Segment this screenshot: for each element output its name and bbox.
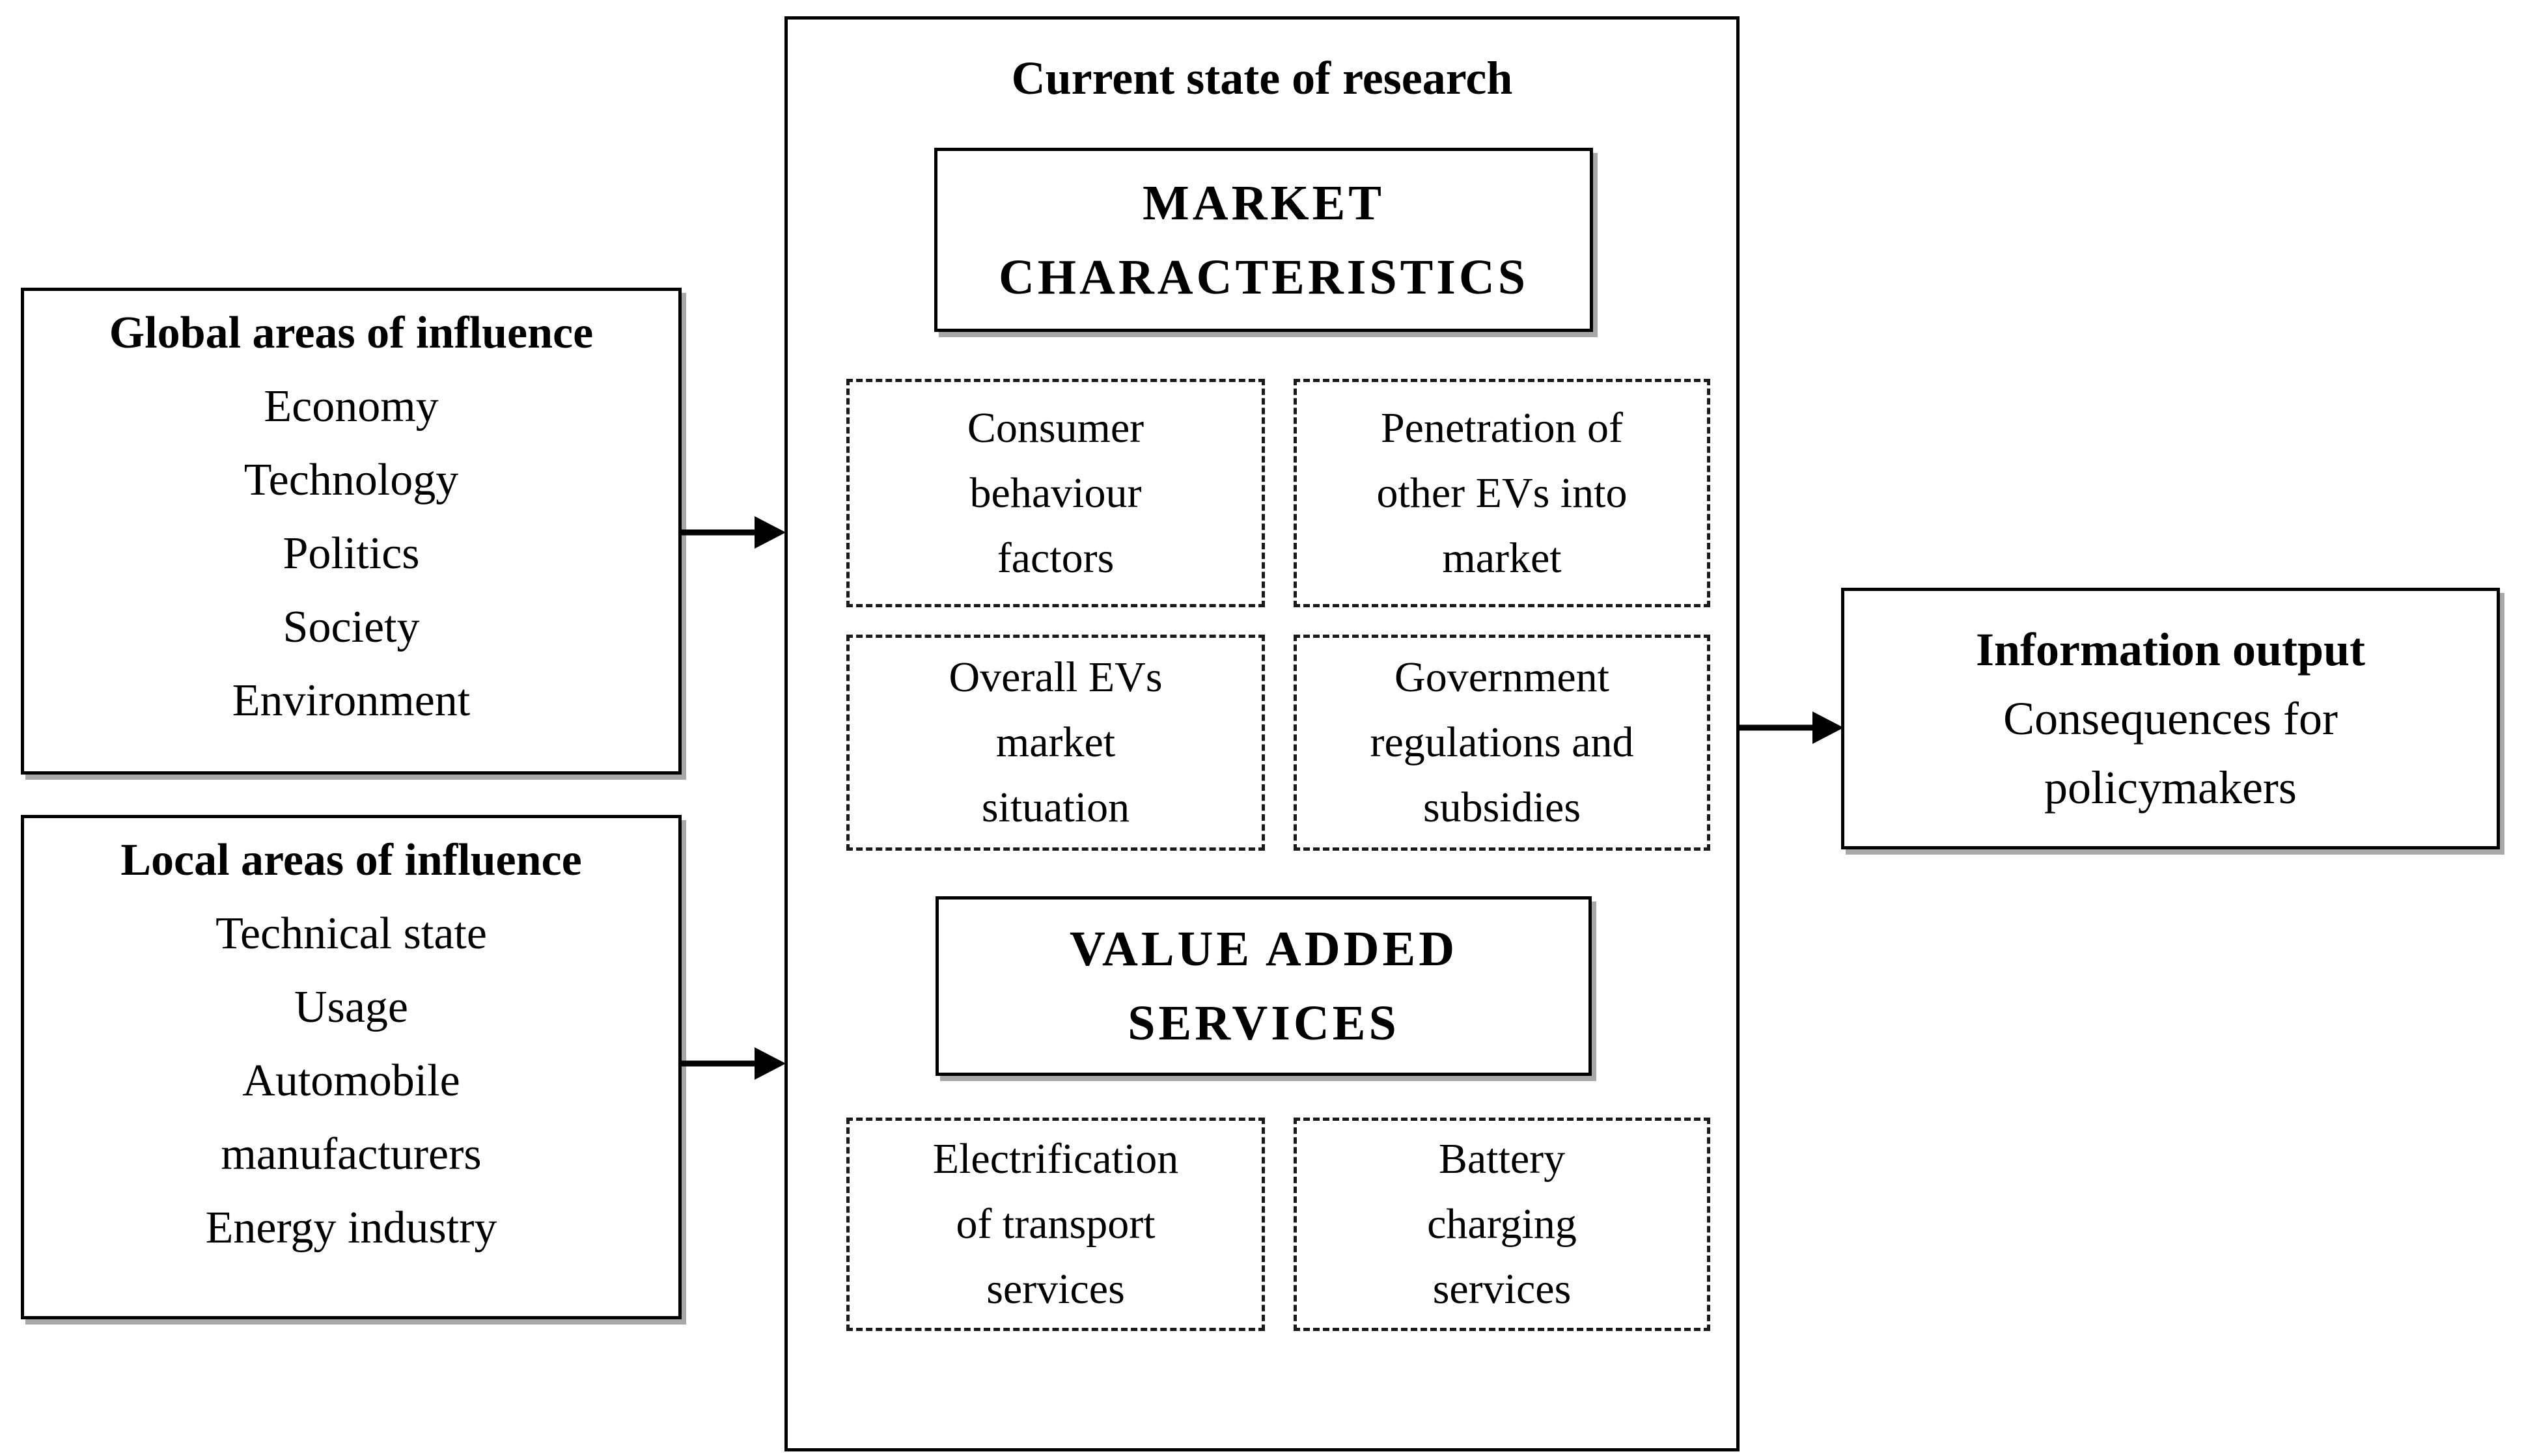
item-line: charging — [1427, 1200, 1577, 1248]
output-box-line: policymakers — [2044, 762, 2297, 814]
global-item: Economy — [264, 381, 439, 432]
item-line: Battery — [1438, 1135, 1566, 1183]
item-line: regulations and — [1370, 719, 1634, 766]
item-line: Overall EVs — [949, 653, 1163, 701]
arrowhead-right-icon — [755, 1047, 786, 1080]
battery-charging-services-box: Battery charging services — [1294, 1118, 1710, 1331]
arrowhead-right-icon — [755, 516, 786, 549]
arrow-local-to-center — [682, 1044, 786, 1083]
information-output-box: Information output Consequences for poli… — [1841, 588, 2500, 849]
services-header-line: VALUE ADDED — [1069, 922, 1458, 976]
market-header-line: MARKET — [1143, 175, 1385, 230]
market-header-line: CHARACTERISTICS — [998, 249, 1529, 305]
item-line: factors — [997, 534, 1115, 582]
item-line: subsidies — [1422, 784, 1581, 831]
item-line: services — [1432, 1265, 1572, 1313]
arrow-shaft — [682, 529, 758, 536]
item-line: market — [995, 719, 1116, 766]
market-characteristics-box: MARKET CHARACTERISTICS — [934, 148, 1593, 332]
local-box-title: Local areas of influence — [120, 835, 582, 885]
item-line: services — [986, 1265, 1125, 1313]
global-box-title: Global areas of influence — [109, 308, 594, 358]
arrowhead-right-icon — [1812, 711, 1844, 744]
item-line: situation — [981, 784, 1130, 831]
item-line: Penetration of — [1380, 404, 1624, 452]
item-line: market — [1442, 534, 1562, 582]
consumer-behaviour-factors-box: Consumer behaviour factors — [846, 379, 1265, 607]
center-container-title: Current state of research — [1011, 52, 1513, 104]
output-box-title: Information output — [1975, 624, 2366, 676]
value-added-services-box: VALUE ADDED SERVICES — [936, 896, 1592, 1076]
item-line: of transport — [956, 1200, 1156, 1248]
item-line: Government — [1394, 653, 1609, 701]
item-line: behaviour — [969, 469, 1142, 517]
local-areas-of-influence-box: Local areas of influence Technical state… — [21, 815, 682, 1319]
local-item: Technical state — [215, 909, 487, 959]
penetration-of-other-evs-box: Penetration of other EVs into market — [1294, 379, 1710, 607]
global-areas-of-influence-box: Global areas of influence Economy Techno… — [21, 288, 682, 775]
global-item: Society — [283, 602, 420, 652]
item-line: Electrification — [932, 1135, 1179, 1183]
arrow-shaft — [1740, 724, 1816, 731]
government-regulations-subsidies-box: Government regulations and subsidies — [1294, 635, 1710, 851]
arrow-center-to-output — [1740, 708, 1844, 747]
global-item: Environment — [232, 676, 471, 726]
global-item: Technology — [243, 455, 459, 505]
overall-evs-market-situation-box: Overall EVs market situation — [846, 635, 1265, 851]
item-line: Consumer — [967, 404, 1144, 452]
electrification-transport-services-box: Electrification of transport services — [846, 1118, 1265, 1331]
global-item: Politics — [283, 529, 420, 579]
arrow-shaft — [682, 1060, 758, 1067]
output-box-line: Consequences for — [2003, 693, 2338, 745]
local-item: Energy industry — [205, 1203, 497, 1253]
local-item: Automobile — [242, 1056, 460, 1106]
item-line: other EVs into — [1376, 469, 1628, 517]
local-item: Usage — [294, 982, 408, 1032]
arrow-global-to-center — [682, 513, 786, 552]
local-item: manufacturers — [221, 1129, 482, 1179]
services-header-line: SERVICES — [1128, 996, 1400, 1051]
